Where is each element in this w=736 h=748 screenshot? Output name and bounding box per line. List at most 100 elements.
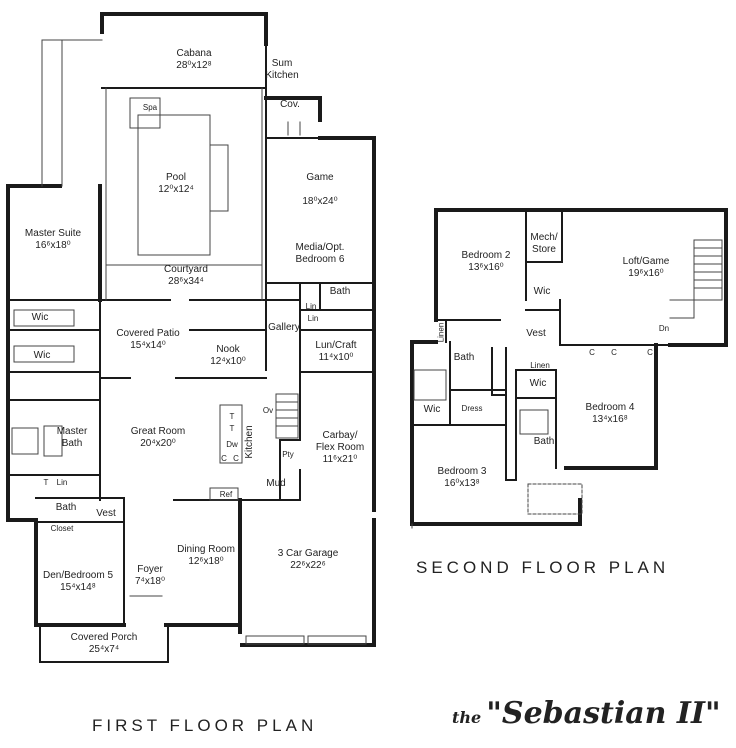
room-name: Great Room bbox=[130, 426, 186, 437]
room-bath-lower: Bath bbox=[55, 502, 77, 513]
room-wic-a: Wic bbox=[533, 286, 551, 297]
room-dims: 13⁴x16⁸ bbox=[592, 414, 628, 425]
room-wic-b: Wic bbox=[423, 404, 441, 415]
room-name: Cabana bbox=[176, 48, 212, 59]
room-dims: 15⁴x14⁸ bbox=[60, 582, 96, 593]
room-dims: 20⁴x20⁰ bbox=[140, 438, 176, 449]
second-floor-walls bbox=[410, 208, 728, 526]
island-mark-dw: Dw bbox=[226, 440, 238, 449]
room-covered-patio: Covered Patio 15⁴x14⁰ bbox=[116, 328, 179, 352]
room-vest: Vest bbox=[96, 508, 116, 519]
room-garage: 3 Car Garage 22⁶x22⁶ bbox=[278, 548, 339, 572]
room-dims: 16⁶x18⁰ bbox=[35, 240, 71, 251]
room-courtyard: Courtyard 28⁶x34⁴ bbox=[164, 264, 208, 288]
room-cov: Cov. bbox=[280, 99, 300, 110]
room-bedroom-2: Bedroom 2 13⁶x16⁰ bbox=[462, 250, 511, 274]
room-c2: C bbox=[611, 348, 617, 357]
room-name: Pool bbox=[165, 172, 186, 183]
island-mark-t2: T bbox=[229, 424, 235, 433]
room-bath-b: Bath bbox=[533, 436, 555, 447]
first-floor-walls bbox=[6, 12, 376, 647]
room-pty: Pty bbox=[282, 450, 294, 459]
room-cabana: Cabana 28⁰x12⁸ bbox=[176, 48, 211, 72]
room-bath-upper: Bath bbox=[329, 286, 351, 297]
island-mark-c1: C bbox=[221, 454, 227, 463]
room-lin-1: Lin bbox=[305, 302, 317, 311]
room-den: Den/Bedroom 5 15⁴x14⁸ bbox=[43, 570, 113, 594]
room-foyer: Foyer 7⁴x18⁰ bbox=[135, 564, 165, 588]
room-dims: 25⁴x7⁴ bbox=[88, 644, 120, 655]
second-floor-title: SECOND FLOOR PLAN bbox=[416, 558, 670, 577]
room-kitchen: Kitchen bbox=[244, 425, 255, 459]
room-spa: Spa bbox=[142, 103, 158, 112]
plan-brand-name: the "Sebastian II" bbox=[452, 696, 721, 731]
second-floor-interior bbox=[411, 209, 671, 481]
room-dims: 19⁶x16⁰ bbox=[628, 268, 664, 279]
room-ov: Ov bbox=[262, 406, 274, 415]
room-name: Courtyard bbox=[164, 264, 208, 275]
room-name: Lun/Craft bbox=[315, 340, 357, 351]
island-mark-t1: T bbox=[229, 412, 235, 421]
room-dims: 11⁴x10⁰ bbox=[318, 352, 354, 363]
room-dims: 15⁴x14⁰ bbox=[130, 340, 166, 351]
room-wic-2: Wic bbox=[33, 350, 51, 361]
room-pool: Pool 12⁰x12⁴ bbox=[158, 172, 194, 196]
room-c3: C bbox=[647, 348, 653, 357]
room-bath-a: Bath bbox=[453, 352, 475, 363]
room-bedroom-4: Bedroom 4 13⁴x16⁸ bbox=[586, 402, 635, 426]
room-dims: 11⁶x21⁰ bbox=[322, 454, 358, 465]
room-dims: 12⁶x18⁰ bbox=[188, 556, 224, 567]
room-master-bath: Master Bath bbox=[56, 426, 88, 449]
room-media: Media/Opt. Bedroom 6 bbox=[295, 242, 345, 265]
room-name: 3 Car Garage bbox=[277, 548, 339, 559]
room-dining: Dining Room 12⁶x18⁰ bbox=[177, 544, 235, 568]
room-t-small: T bbox=[43, 478, 49, 487]
room-name: Foyer bbox=[137, 564, 163, 575]
room-game: Game 18⁰x24⁰ bbox=[302, 172, 337, 208]
room-name: Bedroom 3 bbox=[437, 466, 487, 477]
room-master-suite: Master Suite 16⁶x18⁰ bbox=[25, 228, 81, 252]
room-nook: Nook 12⁴x10⁰ bbox=[210, 344, 246, 368]
room-name: Den/Bedroom 5 bbox=[42, 570, 114, 581]
room-dims: 22⁶x22⁶ bbox=[290, 560, 326, 571]
room-name: Loft/Game bbox=[622, 256, 670, 267]
room-name: Master Suite bbox=[24, 228, 82, 239]
room-dims: 12⁴x10⁰ bbox=[210, 356, 246, 367]
room-sum-kitchen: Sum Kitchen bbox=[265, 58, 299, 81]
room-ref: Ref bbox=[219, 490, 233, 499]
room-dims: 28⁰x12⁸ bbox=[176, 60, 212, 71]
room-mech: Mech/ Store bbox=[530, 232, 558, 255]
room-name: Carbay/ Flex Room bbox=[315, 430, 365, 453]
room-wic-c: Wic bbox=[529, 378, 547, 389]
room-vest-2: Vest bbox=[526, 328, 546, 339]
room-dims: 12⁰x12⁴ bbox=[158, 184, 194, 195]
room-name: Dining Room bbox=[177, 544, 235, 555]
room-name: Bedroom 2 bbox=[461, 250, 511, 261]
room-linen-b: Linen bbox=[530, 361, 550, 370]
room-covered-porch: Covered Porch 25⁴x7⁴ bbox=[71, 632, 138, 656]
room-name: Nook bbox=[216, 344, 240, 355]
room-name: Covered Patio bbox=[116, 328, 180, 339]
room-dims: 18⁰x24⁰ bbox=[302, 196, 338, 207]
room-closet: Closet bbox=[50, 524, 74, 533]
room-dims: 16⁰x13⁸ bbox=[444, 478, 480, 489]
brand-prefix: the bbox=[452, 708, 482, 727]
room-dims: 7⁴x18⁰ bbox=[135, 576, 165, 587]
room-lin-2: Lin bbox=[307, 314, 319, 323]
room-name: Game bbox=[306, 172, 334, 183]
room-mud: Mud bbox=[266, 478, 286, 489]
room-linen-a: Linen bbox=[436, 322, 446, 343]
first-floor-title: FIRST FLOOR PLAN bbox=[92, 716, 318, 735]
room-lun-craft: Lun/Craft 11⁴x10⁰ bbox=[315, 340, 356, 364]
room-name: Bedroom 4 bbox=[585, 402, 635, 413]
room-lin-3: Lin bbox=[56, 478, 68, 487]
room-c1: C bbox=[589, 348, 595, 357]
room-dims: 13⁶x16⁰ bbox=[468, 262, 504, 273]
room-great-room: Great Room 20⁴x20⁰ bbox=[131, 426, 185, 450]
room-name: Covered Porch bbox=[70, 632, 138, 643]
room-dress: Dress bbox=[461, 404, 483, 413]
room-dn: Dn bbox=[658, 324, 670, 333]
room-wic-1: Wic bbox=[31, 312, 49, 323]
room-gallery: Gallery bbox=[268, 322, 300, 333]
